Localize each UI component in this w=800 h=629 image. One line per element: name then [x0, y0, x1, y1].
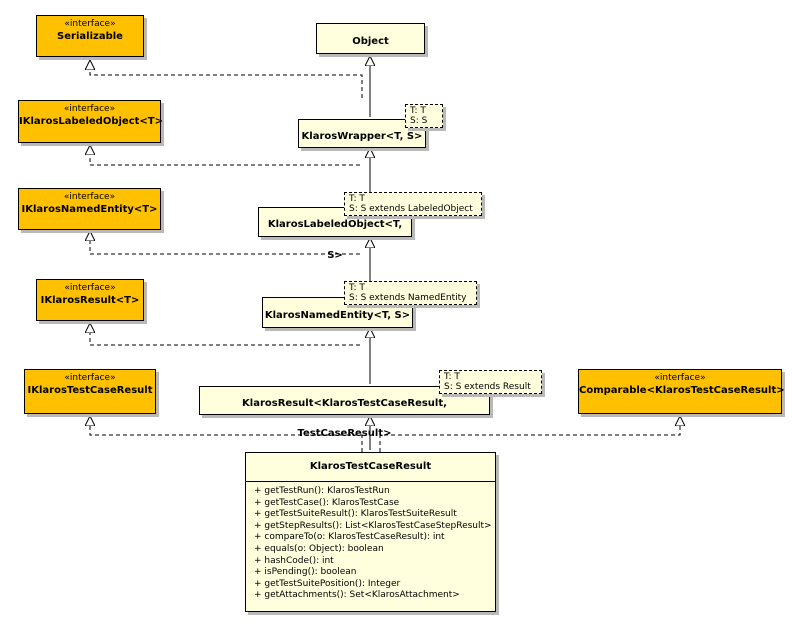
class-name: KlarosLabeledObject<T, S> — [267, 219, 403, 261]
operation: + getTestRun(): KlarosTestRun — [254, 486, 390, 496]
operation: + compareTo(o: KlarosTestCaseResult): in… — [254, 532, 445, 543]
type-params-klaroswrapper: T: T S: S — [405, 104, 443, 128]
interface-stereotype: «interface» — [654, 373, 706, 383]
implements-inamedentity-edge — [90, 231, 360, 255]
implements-serializable-edge — [90, 60, 363, 98]
interface-serializable[interactable]: «interface» Serializable — [36, 15, 144, 57]
operation: + isPending(): boolean — [254, 567, 357, 578]
class-klarostestcaseresult[interactable]: KlarosTestCaseResult + getTestRun(): Kla… — [245, 452, 496, 612]
interface-iklaroslabeledobject[interactable]: «interface» IKlarosLabeledObject<T> — [18, 100, 163, 143]
interface-stereotype: «interface» — [63, 192, 116, 202]
interface-name: Serializable — [57, 31, 123, 42]
type-param: S: S extends Result — [444, 382, 531, 392]
operation: + getTestSuiteResult(): KlarosTestSuiteR… — [254, 509, 457, 520]
interface-iklarosnamedentity[interactable]: «interface» IKlarosNamedEntity<T> — [18, 188, 161, 230]
operation: + hashCode(): int — [254, 555, 334, 566]
type-params-klarosnamedentity: T: T S: S extends NamedEntity — [344, 281, 477, 305]
implements-itestcaseresult-edge — [90, 416, 363, 452]
type-param: S: S — [410, 116, 428, 126]
class-name: Object — [352, 36, 389, 47]
operation: + getStepResults(): List<KlarosTestCaseS… — [254, 520, 492, 531]
class-klaroswrapper[interactable]: KlarosWrapper<T, S> — [298, 119, 426, 148]
class-name: KlarosNamedEntity<T, S> — [264, 310, 411, 321]
interface-stereotype: «interface» — [64, 373, 116, 383]
type-params-klaroslabeledobject: T: T S: S extends LabeledObject — [344, 192, 482, 216]
type-params-klarosresult: T: T S: S extends Result — [439, 370, 542, 394]
type-param: S: S extends NamedEntity — [349, 293, 467, 303]
operations-list: + getTestRun(): KlarosTestRun + getTestC… — [246, 482, 495, 602]
operation: + equals(o: Object): boolean — [254, 543, 384, 554]
class-name: KlarosTestCaseResult — [246, 453, 495, 482]
interface-iklarosresult[interactable]: «interface» IKlarosResult<T> — [36, 279, 144, 321]
class-object[interactable]: Object — [316, 23, 425, 54]
type-param: T: T — [410, 106, 426, 116]
type-param: T: T — [349, 283, 365, 293]
interface-name: IKlarosResult<T> — [40, 295, 140, 306]
operation: + getTestCase(): KlarosTestCase — [254, 497, 400, 508]
implements-iresult-edge — [90, 323, 360, 346]
interface-iklarostestcaseresult[interactable]: «interface» IKlarosTestCaseResult — [24, 369, 156, 414]
type-param: S: S extends LabeledObject — [349, 204, 473, 214]
interface-name: Comparable<KlarosTestCaseResult> — [579, 385, 785, 396]
type-param: T: T — [444, 372, 460, 382]
interface-name: IKlarosLabeledObject<T> — [19, 116, 163, 127]
operation: + getAttachments(): Set<KlarosAttachment… — [254, 590, 460, 601]
class-name: KlarosWrapper<T, S> — [301, 131, 423, 142]
interface-name: IKlarosNamedEntity<T> — [21, 204, 158, 215]
class-klaroslabeledobject[interactable]: KlarosLabeledObject<T, S> — [258, 207, 412, 261]
interface-stereotype: «interface» — [64, 283, 116, 293]
implements-ilabeledobject-edge — [90, 145, 360, 166]
type-param: T: T — [349, 194, 365, 204]
interface-stereotype: «interface» — [63, 104, 116, 114]
interface-stereotype: «interface» — [64, 19, 116, 29]
interface-name: IKlarosTestCaseResult — [27, 385, 153, 396]
implements-comparable-edge — [379, 416, 680, 452]
interface-comparable[interactable]: «interface» Comparable<KlarosTestCaseRes… — [578, 369, 785, 414]
class-name: KlarosResult<KlarosTestCaseResult, TestC… — [242, 398, 447, 439]
operation: + getTestSuitePosition(): Integer — [254, 578, 401, 589]
